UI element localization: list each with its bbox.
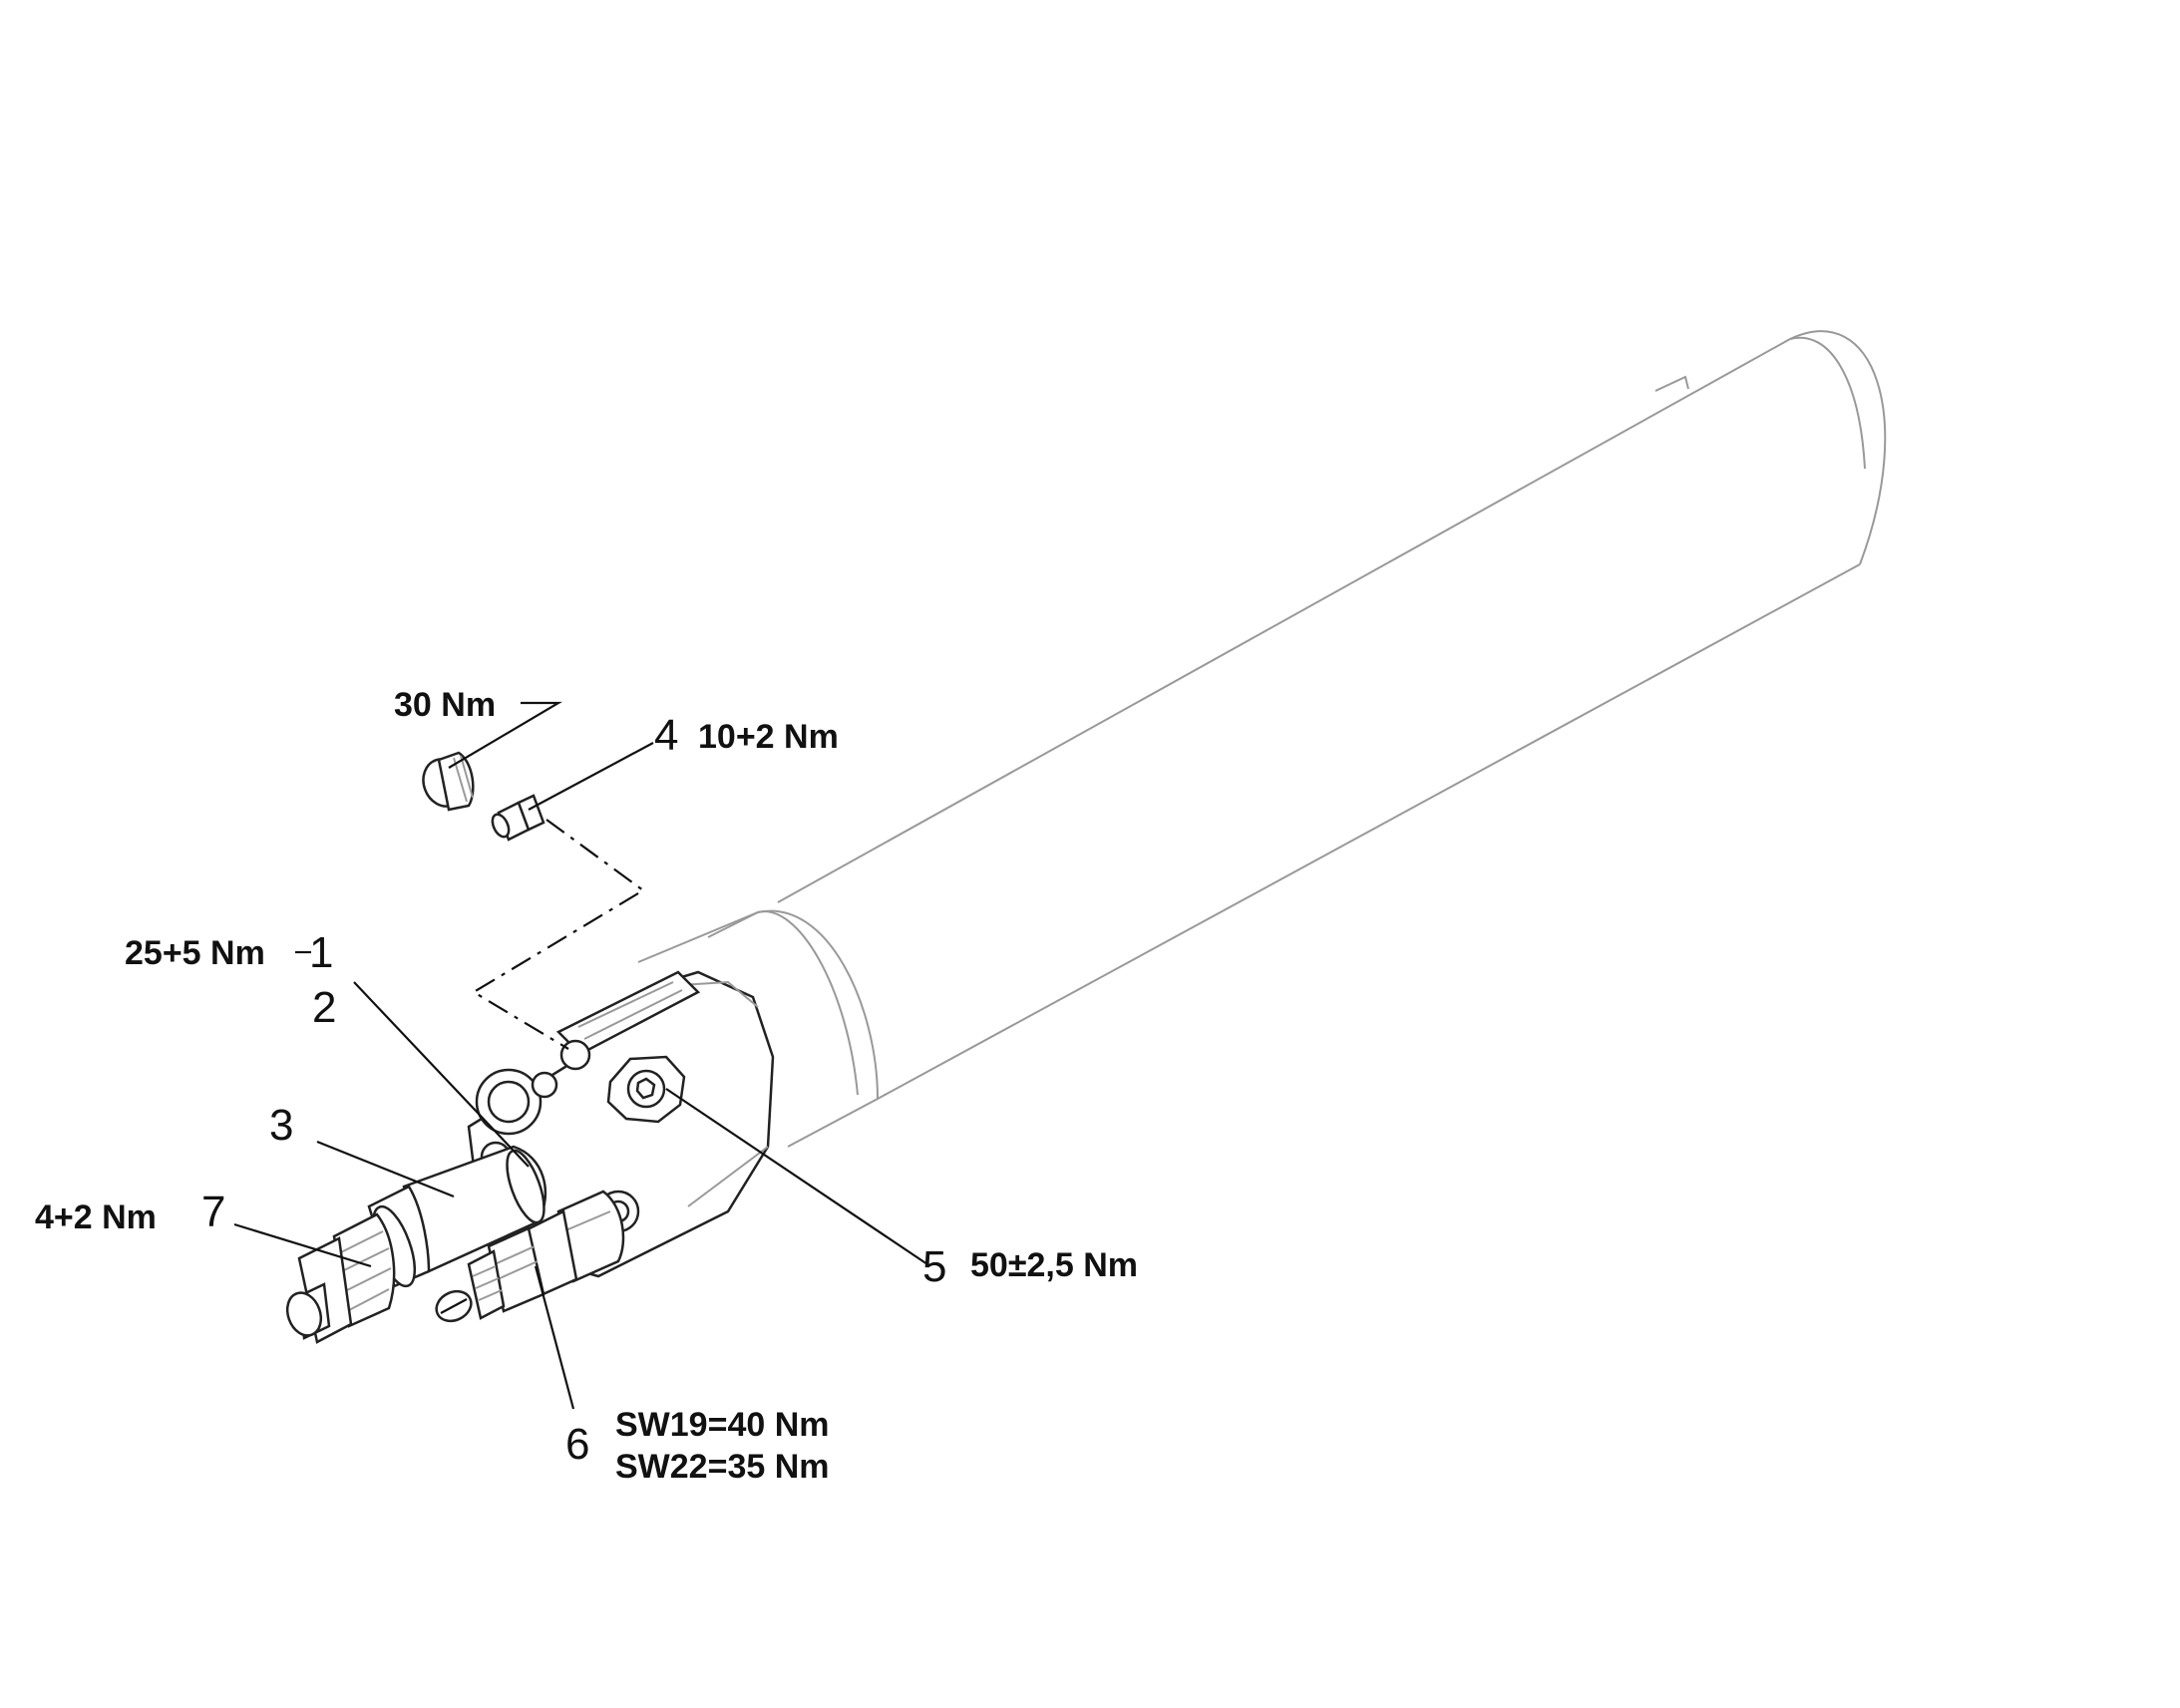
part-4-bleed-screw (491, 794, 545, 842)
callout-5-number: 5 (922, 1242, 946, 1291)
plug-torque-label: 30 Nm (394, 686, 496, 724)
callout-7-torque: 4+2 Nm (35, 1198, 157, 1236)
part-7-cartridge (285, 1212, 396, 1344)
callout-6-number: 6 (565, 1420, 589, 1469)
callout-3-number: 3 (269, 1101, 293, 1150)
top-plug (422, 751, 475, 812)
callout-5-torque: 50±2,5 Nm (970, 1246, 1138, 1284)
callout-7-number: 7 (201, 1188, 225, 1236)
callout-2-number: 2 (312, 983, 336, 1032)
callout-6-torque-sw22: SW22=35 Nm (615, 1448, 830, 1486)
part-6-fitting (435, 1190, 625, 1323)
part-5-hex-plug (606, 1055, 686, 1124)
callout-1-torque: 25+5 Nm (125, 934, 265, 972)
callout-4-number: 4 (654, 711, 678, 760)
cylinder-barrel (777, 330, 1887, 1100)
callout-1-number: 1 (309, 928, 333, 977)
barrel-collar (637, 909, 880, 1148)
callout-6-torque-sw19: SW19=40 Nm (615, 1406, 830, 1444)
leader-lines (233, 701, 928, 1410)
callout-4-torque: 10+2 Nm (698, 718, 839, 756)
assembly-path-line (471, 819, 645, 1050)
